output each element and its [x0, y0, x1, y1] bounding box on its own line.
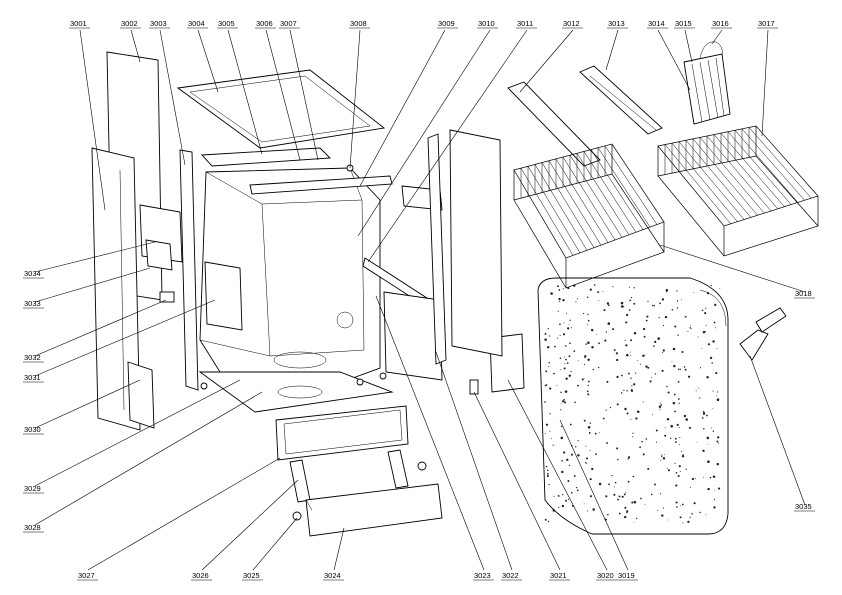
- label-3003: 3003: [150, 19, 167, 28]
- label-3024: 3024: [324, 571, 341, 580]
- part-3001-side-panel: [91, 147, 141, 431]
- label-3005: 3005: [218, 19, 235, 28]
- label-3015: 3015: [675, 19, 692, 28]
- part-3027-kick-panel: [275, 405, 409, 461]
- part-3030-plate: [127, 361, 155, 429]
- label-3028: 3028: [24, 523, 41, 532]
- part-3019-decor-panel: [537, 277, 729, 535]
- label-3031: 3031: [24, 373, 41, 382]
- part-3029-base: [198, 371, 394, 413]
- part-3012-rack-strip: [507, 81, 601, 167]
- part-3021-latch: [469, 379, 479, 395]
- label-3021: 3021: [550, 571, 567, 580]
- label-3007: 3007: [280, 19, 297, 28]
- part-3024-plinth: [305, 483, 443, 537]
- label-3013: 3013: [608, 19, 625, 28]
- part-3003-rail: [179, 149, 199, 391]
- part-3032-clip: [159, 291, 175, 303]
- label-3017: 3017: [758, 19, 775, 28]
- speckle-texture: [544, 284, 721, 524]
- part-3035-valve: [739, 307, 787, 361]
- label-3035: 3035: [795, 502, 812, 511]
- label-3025: 3025: [243, 571, 260, 580]
- label-3011: 3011: [517, 19, 533, 28]
- label-3001: 3001: [70, 19, 87, 28]
- label-3029: 3029: [24, 484, 41, 493]
- label-underlines: [23, 27, 815, 581]
- part-3017-lower-basket: [657, 125, 819, 257]
- part-main-tub: [199, 164, 393, 383]
- label-3034: 3034: [24, 269, 41, 278]
- part-3013-rack-strip: [579, 65, 663, 135]
- label-3010: 3010: [478, 19, 495, 28]
- label-3022: 3022: [502, 571, 519, 580]
- label-3006: 3006: [256, 19, 273, 28]
- label-3023: 3023: [474, 571, 491, 580]
- label-3026: 3026: [192, 571, 209, 580]
- part-3012-door-panel: [449, 129, 503, 357]
- label-3027: 3027: [78, 571, 95, 580]
- part-labels: 3001 3002 3003 3004 3005 3006 3007 3008 …: [24, 19, 812, 580]
- label-3004: 3004: [188, 19, 205, 28]
- part-3025-foot: [292, 461, 427, 521]
- part-3031-inner-panel: [204, 261, 243, 331]
- part-3005-top-bar: [201, 147, 332, 167]
- part-3018-upper-basket: [513, 143, 665, 289]
- part-3022-door-frame: [383, 133, 447, 381]
- part-3034-bracket: [139, 204, 183, 271]
- label-3020: 3020: [597, 571, 614, 580]
- label-3008: 3008: [350, 19, 367, 28]
- part-3004-top-lid: [176, 69, 386, 149]
- leader-lines: [34, 29, 806, 571]
- part-feet: [200, 372, 387, 390]
- part-3015-cutlery-basket: [683, 41, 731, 125]
- label-3009: 3009: [438, 19, 455, 28]
- label-3012: 3012: [563, 19, 580, 28]
- label-3030: 3030: [24, 425, 41, 434]
- label-3014: 3014: [648, 19, 665, 28]
- label-3033: 3033: [24, 299, 41, 308]
- label-3018: 3018: [795, 289, 812, 298]
- label-3016: 3016: [712, 19, 729, 28]
- label-3032: 3032: [24, 353, 41, 362]
- label-3002: 3002: [121, 19, 138, 28]
- label-3019: 3019: [618, 571, 635, 580]
